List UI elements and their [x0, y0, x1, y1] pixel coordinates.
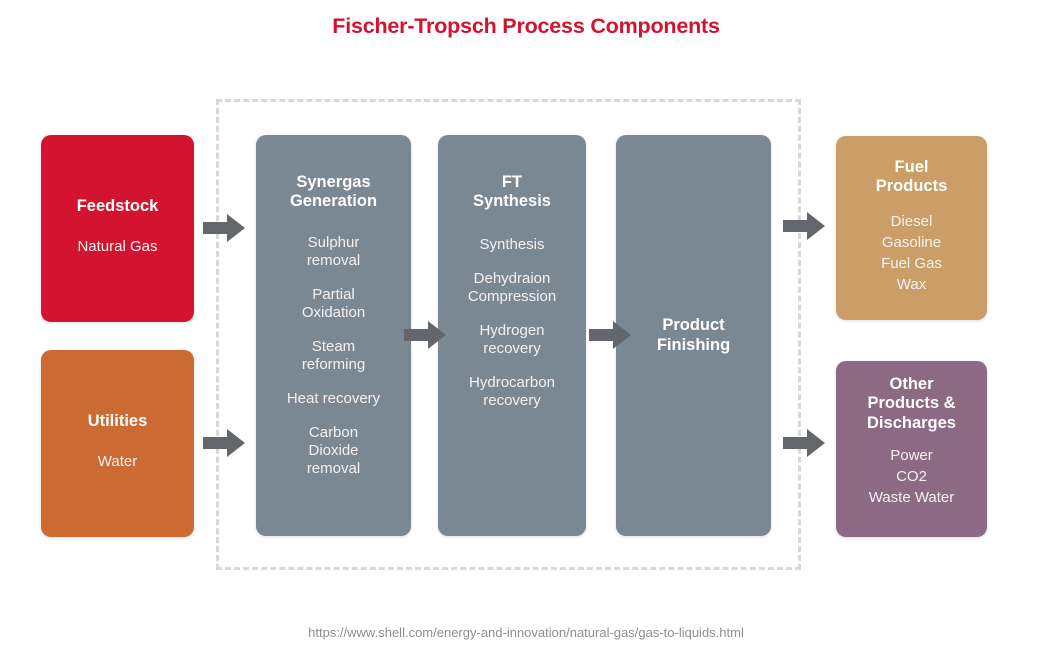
node-feedstock: Feedstock Natural Gas [41, 135, 194, 322]
node-utilities: Utilities Water [41, 350, 194, 537]
list-item: Fuel Gas [881, 254, 942, 272]
node-product-finishing-title: Product Finishing [656, 316, 731, 354]
list-item: Hydrocarbon recovery [469, 373, 555, 409]
process-boundary-dashed-outline [216, 99, 801, 570]
list-item: Partial Oxidation [301, 285, 366, 321]
arrow-right-icon [203, 213, 245, 243]
node-fuel-products-items: Diesel Gasoline Fuel Gas Wax [881, 213, 942, 297]
list-item: Carbon Dioxide removal [306, 423, 361, 477]
node-ft-synthesis-items: Synthesis Dehydraion Compression Hydroge… [468, 236, 556, 410]
node-other-products-and-discharges-items: Power CO2 Waste Water [869, 447, 955, 510]
node-utilities-title: Utilities [87, 412, 148, 430]
list-item: Synthesis [479, 235, 545, 253]
arrow-right-icon [589, 320, 631, 350]
arrow-right-icon [783, 211, 825, 241]
node-other-products-and-discharges: Other Products & Discharges Power CO2 Wa… [836, 361, 987, 537]
node-synergas-generation: Synergas Generation Sulphur removal Part… [256, 135, 411, 536]
list-item: Diesel [890, 212, 933, 230]
arrow-right-icon [404, 320, 446, 350]
list-item: Heat recovery [286, 389, 381, 407]
arrow-right-icon [783, 428, 825, 458]
node-ft-synthesis: FT Synthesis Synthesis Dehydraion Compre… [438, 135, 586, 536]
page-title: Fischer-Tropsch Process Components [332, 14, 720, 38]
node-fuel-products: Fuel Products Diesel Gasoline Fuel Gas W… [836, 136, 987, 320]
arrow-right-icon [203, 428, 245, 458]
node-product-finishing: Product Finishing [616, 135, 771, 536]
source-url: https://www.shell.com/energy-and-innovat… [308, 625, 744, 640]
list-item: Gasoline [881, 233, 942, 251]
node-fuel-products-title: Fuel Products [875, 158, 948, 196]
list-item: Waste Water [868, 489, 955, 507]
node-ft-synthesis-title: FT Synthesis [473, 173, 551, 211]
list-item: Power [890, 447, 933, 465]
list-item: Hydrogen recovery [479, 321, 545, 357]
list-item: Wax [896, 275, 927, 293]
node-feedstock-items: Natural Gas [77, 238, 157, 256]
list-item: Water [97, 453, 138, 471]
list-item: Natural Gas [77, 238, 158, 256]
node-feedstock-title: Feedstock [76, 197, 159, 215]
list-item: Sulphur removal [306, 233, 361, 269]
node-other-products-and-discharges-title: Other Products & Discharges [867, 375, 956, 432]
node-utilities-items: Water [98, 453, 137, 471]
node-synergas-generation-title: Synergas Generation [289, 173, 378, 211]
list-item: Dehydraion Compression [467, 269, 557, 305]
list-item: Steam reforming [301, 337, 366, 373]
node-synergas-generation-items: Sulphur removal Partial Oxidation Steam … [287, 234, 380, 478]
list-item: CO2 [896, 468, 927, 486]
